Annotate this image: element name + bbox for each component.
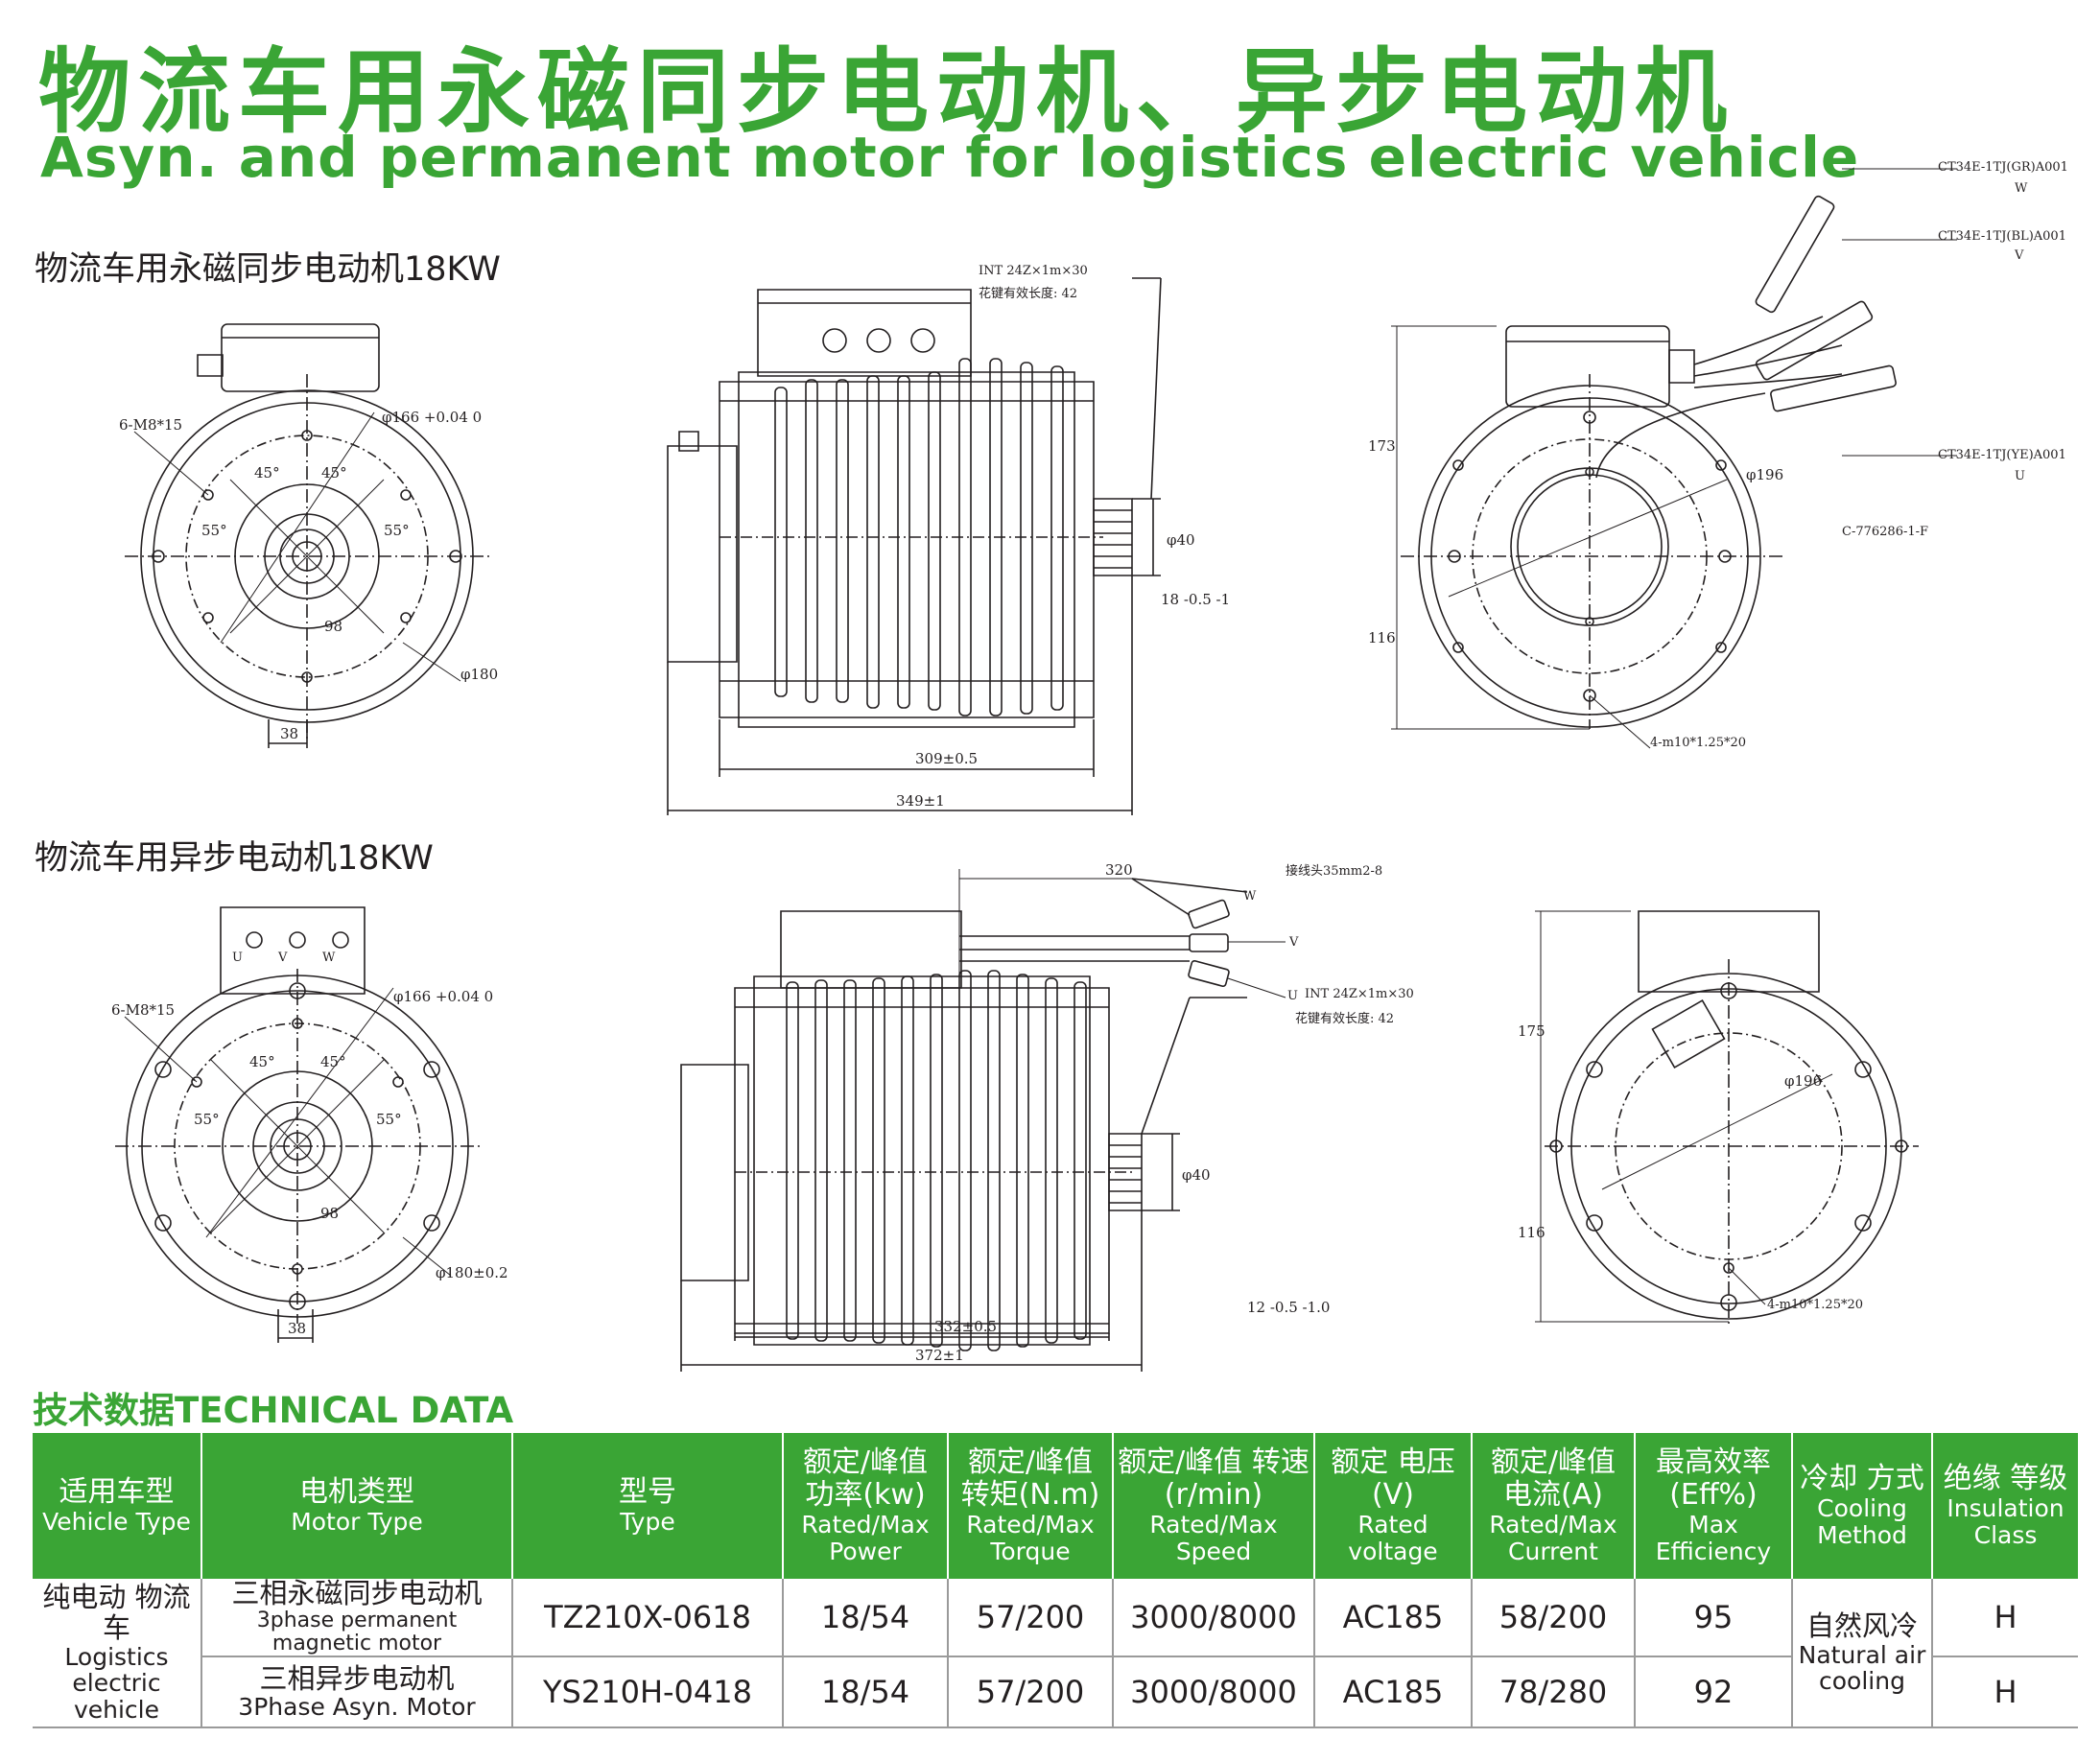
pm-rear-c2p-label: V <box>2014 248 2024 263</box>
asyn-side-spline-label: INT 24Z×1m×30 <box>1305 987 1414 1001</box>
cell-current: 78/280 <box>1471 1656 1636 1729</box>
section1-title: 物流车用永磁同步电动机18KW <box>35 250 501 289</box>
pm-front-a45l-label: 45° <box>254 464 280 481</box>
cell-voltage: AC185 <box>1313 1656 1473 1729</box>
cell-voltage: AC185 <box>1313 1579 1473 1658</box>
pm-side-tol18-label: 18 -0.5 -1.0 <box>1161 591 1228 608</box>
asyn-side-l372-label: 372±1 <box>915 1347 964 1364</box>
asyn-motor-rear-view: φ196 175 116 4-m10*1.25*20 <box>1518 902 2053 1333</box>
asyn-rear-d196-label: φ196 <box>1784 1072 1822 1090</box>
asyn-motor-front-view: U V W 6-M8*15 φ166 +0.04 0 45° 45° 55° 5… <box>111 902 508 1352</box>
asyn-front-a45r-label: 45° <box>320 1053 346 1070</box>
asyn-rear-h175-label: 175 <box>1518 1022 1546 1040</box>
asyn-rear-h116-label: 116 <box>1518 1224 1546 1241</box>
cell-power: 18/54 <box>782 1579 949 1658</box>
cell-speed: 3000/8000 <box>1112 1656 1315 1729</box>
th-current: 额定/峰值 电流(A)Rated/Max Current <box>1471 1433 1636 1579</box>
pm-front-bolts-label: 6-M8*15 <box>119 416 182 434</box>
asyn-side-spline-len-label: 花键有效长度: 42 <box>1295 1011 1394 1026</box>
asyn-front-w38-label: 38 <box>288 1320 306 1337</box>
cell-current: 58/200 <box>1471 1579 1636 1658</box>
pm-front-a55l-label: 55° <box>201 522 227 539</box>
cell-speed: 3000/8000 <box>1112 1579 1315 1658</box>
pm-side-l349-label: 349±1 <box>896 792 945 810</box>
pm-motor-front-view: 6-M8*15 φ166 +0.04 0 45° 45° 55° 55° 98 … <box>119 317 499 758</box>
pm-rear-c4-label: C-776286-1-F <box>1842 525 1928 539</box>
th-efficiency: 最高效率 (Eff%)Max Efficiency <box>1634 1433 1793 1579</box>
pm-front-d166-label: φ166 +0.04 0 <box>382 409 482 426</box>
asyn-front-a55l-label: 55° <box>194 1111 220 1128</box>
asyn-front-v-label: V <box>277 951 288 965</box>
asyn-side-tol12-label: 12 -0.5 -1.0 <box>1247 1299 1330 1316</box>
section2-title: 物流车用异步电动机18KW <box>35 839 434 878</box>
pm-rear-c1-label: CT34E-1TJ(GR)A001 <box>1938 160 2068 175</box>
th-voltage: 额定 电压(V)Rated voltage <box>1313 1433 1473 1579</box>
pm-side-spline-len-label: 花键有效长度: 42 <box>979 286 1077 301</box>
page-title-en: Asyn. and permanent motor for logistics … <box>40 125 1860 190</box>
asyn-side-u-label: U <box>1287 989 1298 1003</box>
cell-type: YS210H-0418 <box>511 1656 784 1729</box>
pm-motor-rear-view: CT34E-1TJ(GR)A001 W CT34E-1TJ(BL)A001 V … <box>1368 160 2068 750</box>
cell-torque: 57/200 <box>947 1656 1114 1729</box>
asyn-side-l332-label: 332±0.5 <box>934 1318 997 1335</box>
pm-side-spline-label: INT 24Z×1m×30 <box>979 264 1088 278</box>
asyn-front-d166-label: φ166 +0.04 0 <box>393 988 493 1005</box>
asyn-rear-holes-label: 4-m10*1.25*20 <box>1767 1298 1863 1312</box>
asyn-front-a45l-label: 45° <box>249 1053 275 1070</box>
pm-rear-d196-label: φ196 <box>1746 466 1783 483</box>
pm-front-w38-label: 38 <box>280 725 298 742</box>
cell-efficiency: 95 <box>1634 1579 1793 1658</box>
tech-data-title: 技术数据TECHNICAL DATA <box>33 1390 514 1431</box>
pm-front-d98-label: 98 <box>324 618 342 635</box>
page-title-cn: 物流车用永磁同步电动机、异步电动机 <box>38 38 1734 146</box>
pm-front-a45r-label: 45° <box>321 464 347 481</box>
cell-power: 18/54 <box>782 1656 949 1729</box>
th-speed: 额定/峰值 转速(r/min)Rated/Max Speed <box>1112 1433 1315 1579</box>
asyn-front-a55r-label: 55° <box>376 1111 402 1128</box>
th-power: 额定/峰值 功率(kw)Rated/Max Power <box>782 1433 949 1579</box>
pm-rear-holes-label: 4-m10*1.25*20 <box>1650 736 1746 750</box>
asyn-side-w-label: W <box>1243 889 1257 904</box>
asyn-front-w-label: W <box>322 951 336 965</box>
pm-rear-c2-label: CT34E-1TJ(BL)A001 <box>1938 229 2066 244</box>
pm-motor-side-view: INT 24Z×1m×30 花键有效长度: 42 φ40 18 -0.5 -1.… <box>652 264 1228 815</box>
asyn-side-l320-label: 320 <box>1105 861 1133 879</box>
asyn-side-terminal-label: 接线头35mm2-8 <box>1286 863 1382 879</box>
pm-rear-c3-label: CT34E-1TJ(YE)A001 <box>1938 448 2066 462</box>
pm-rear-c1p-label: W <box>2015 181 2028 196</box>
pm-rear-h116-label: 116 <box>1368 629 1396 646</box>
pm-rear-c3p-label: U <box>2015 469 2025 483</box>
th-torque: 额定/峰值 转矩(N.m)Rated/Max Torque <box>947 1433 1114 1579</box>
asyn-front-u-label: U <box>232 951 243 965</box>
asyn-front-d180-label: φ180±0.2 <box>436 1264 508 1281</box>
asyn-motor-side-view: 320 接线头35mm2-8 W V U INT 24Z×1m×30 花键有效长… <box>672 861 1414 1381</box>
asyn-side-v-label: V <box>1288 935 1299 950</box>
asyn-front-bolts-label: 6-M8*15 <box>111 1001 175 1019</box>
pm-front-d180-label: φ180±0.2 <box>460 666 499 683</box>
pm-side-d40-label: φ40 <box>1167 531 1195 549</box>
cell-insulation: H <box>1931 1656 2078 1729</box>
pm-side-l309-label: 309±0.5 <box>915 750 978 767</box>
cell-insulation: H <box>1931 1579 2078 1658</box>
pm-front-a55r-label: 55° <box>384 522 410 539</box>
cell-efficiency: 92 <box>1634 1656 1793 1729</box>
pm-rear-h173-label: 173 <box>1368 437 1396 455</box>
cell-torque: 57/200 <box>947 1579 1114 1658</box>
asyn-side-d40-label: φ40 <box>1182 1166 1211 1184</box>
cell-type: TZ210X-0618 <box>511 1579 784 1658</box>
asyn-front-d98-label: 98 <box>320 1205 339 1222</box>
